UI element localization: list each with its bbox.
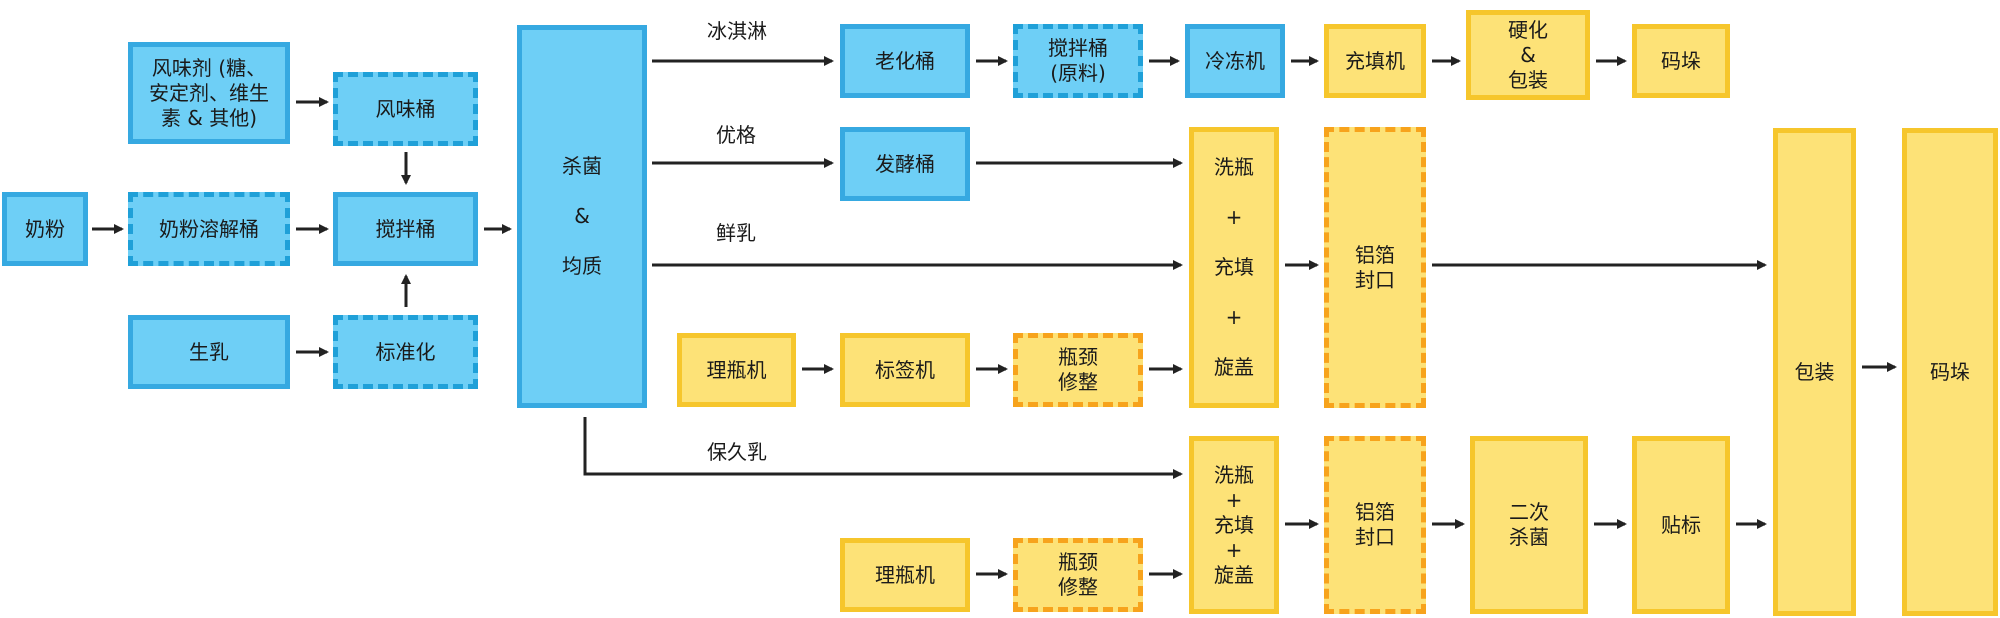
node-labeler: 标签机 (840, 333, 970, 407)
node-neck-trim-1: 瓶颈 修整 (1013, 333, 1143, 407)
node-fermentation-tank: 发酵桶 (840, 127, 970, 201)
node-aging-tank: 老化桶 (840, 24, 970, 98)
node-wash-fill-cap-2: 洗瓶 + 充填 + 旋盖 (1189, 436, 1279, 614)
node-powder-dissolve-tank: 奶粉溶解桶 (128, 192, 290, 266)
node-neck-trim-2: 瓶颈 修整 (1013, 538, 1143, 612)
route-label-fresh-milk: 鲜乳 (716, 221, 756, 245)
node-label-apply: 贴标 (1632, 436, 1730, 614)
node-second-sterilize: 二次 杀菌 (1470, 436, 1588, 614)
node-packaging: 包装 (1773, 128, 1856, 616)
node-bottle-sorter-1: 理瓶机 (677, 333, 796, 407)
route-label-ice-cream: 冰淇淋 (707, 19, 767, 43)
node-bottle-sorter-2: 理瓶机 (840, 538, 970, 612)
node-foil-seal-2: 铝箔 封口 (1324, 436, 1426, 614)
node-filler-ice-cream: 充填机 (1324, 24, 1426, 98)
route-label-yogurt: 优格 (716, 123, 756, 147)
node-wash-fill-cap-1: 洗瓶 + 充填 + 旋盖 (1189, 127, 1279, 408)
node-mixing-tank: 搅拌桶 (333, 192, 478, 266)
node-flavor-additives: 风味剂 (糖、 安定剂、维生 素 & 其他) (128, 42, 290, 144)
node-sterilize-homogenize: 杀菌 & 均质 (517, 25, 647, 408)
arrow-sterilize-to-washfill-longlife (583, 417, 1183, 479)
node-raw-milk: 生乳 (128, 315, 290, 389)
node-flavor-tank: 风味桶 (333, 72, 478, 146)
node-freezer: 冷冻机 (1185, 24, 1285, 98)
node-foil-seal-1: 铝箔 封口 (1324, 127, 1426, 408)
node-standardization: 标准化 (333, 315, 478, 389)
node-mixing-tank-raw: 搅拌桶 (原料) (1013, 24, 1143, 98)
node-milk-powder: 奶粉 (2, 192, 88, 266)
route-label-long-life-milk: 保久乳 (707, 440, 767, 464)
node-harden-pack: 硬化 & 包装 (1466, 10, 1590, 100)
node-stack-final: 码垛 (1902, 128, 1998, 616)
node-stack-ice-cream: 码垛 (1632, 24, 1730, 98)
